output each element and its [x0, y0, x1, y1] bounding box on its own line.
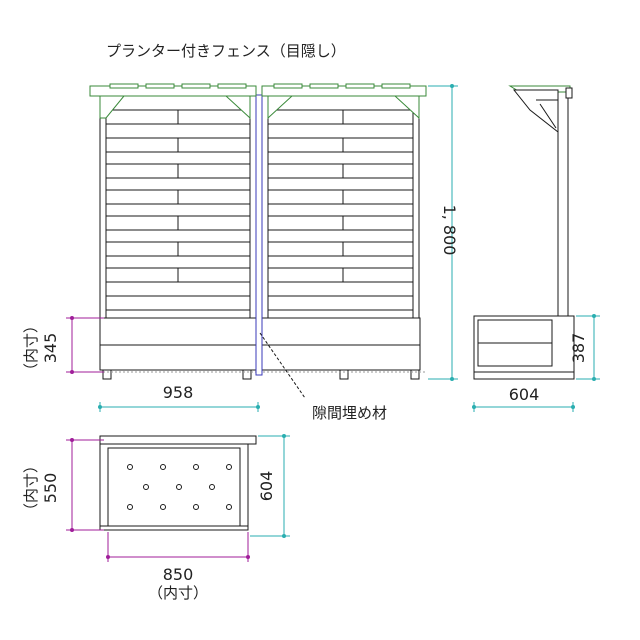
front-inner-depth-label: 345 — [41, 333, 60, 364]
gap-filler-label: 隙間埋め材 — [312, 404, 387, 422]
front-inner-depth-dimension — [66, 316, 104, 374]
plan-top-rail — [99, 435, 257, 445]
plan-outer-depth-label: 604 — [257, 471, 276, 502]
front-width-dimension — [98, 402, 260, 412]
side-depth-dimension — [472, 402, 575, 412]
drain-hole — [226, 504, 232, 510]
plan-inner-depth-dimension — [66, 438, 104, 532]
front-foot — [410, 369, 420, 380]
drain-hole — [160, 504, 166, 510]
plan-inner-label: （内寸） — [22, 458, 40, 518]
drain-hole — [193, 504, 199, 510]
side-elevation: 387 604 — [472, 85, 600, 412]
side-post — [557, 91, 569, 319]
drain-hole — [160, 464, 166, 470]
drain-hole — [209, 484, 215, 490]
plan-inner-width-note: （内寸） — [148, 584, 208, 602]
front-height-dimension — [428, 84, 458, 381]
plan-view: 550 （内寸） 604 850 （内寸） — [22, 434, 290, 602]
front-left-panel — [99, 95, 257, 318]
front-elevation: 1, 800 345 （内寸） 958 隙間埋め材 — [22, 83, 459, 422]
plan-inner-width-dimension — [106, 532, 250, 562]
drain-hole — [176, 484, 182, 490]
drain-hole — [127, 504, 133, 510]
drain-hole — [226, 464, 232, 470]
plan-inner-depth-label: 550 — [41, 473, 60, 504]
side-depth-label: 604 — [509, 385, 540, 404]
plan-outer-depth-dimension — [250, 434, 290, 538]
side-box-height-dimension — [576, 314, 600, 381]
front-foot — [242, 369, 252, 380]
drawing-title: プランター付きフェンス（目隠し） — [106, 42, 346, 60]
drain-hole — [127, 464, 133, 470]
front-inner-label: （内寸） — [22, 318, 40, 378]
front-height-label: 1, 800 — [440, 205, 459, 256]
plan-inner-width-label: 850 — [163, 565, 194, 584]
front-right-panel — [261, 95, 420, 318]
front-foot — [339, 369, 349, 380]
side-box-height-label: 387 — [569, 333, 588, 364]
drainage-holes — [127, 464, 232, 510]
plan-box-inner — [107, 447, 241, 527]
gap-filler-leader — [259, 332, 306, 399]
drain-hole — [143, 484, 149, 490]
drain-hole — [193, 464, 199, 470]
gap-filler — [255, 94, 263, 376]
front-foot — [102, 369, 112, 380]
front-roof — [89, 83, 427, 120]
front-width-label: 958 — [163, 383, 194, 402]
